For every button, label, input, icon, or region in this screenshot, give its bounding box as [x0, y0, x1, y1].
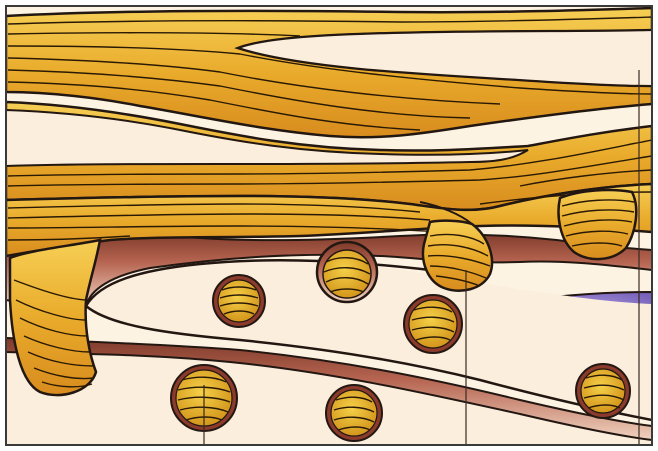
- free-vesicle: [404, 295, 462, 353]
- budding-coil-left: [10, 240, 100, 395]
- free-vesicle: [576, 364, 630, 418]
- budding-coil-right: [559, 190, 637, 259]
- free-vesicle: [213, 275, 265, 327]
- budding-coil-mid: [317, 242, 377, 302]
- free-vesicle: [326, 385, 382, 441]
